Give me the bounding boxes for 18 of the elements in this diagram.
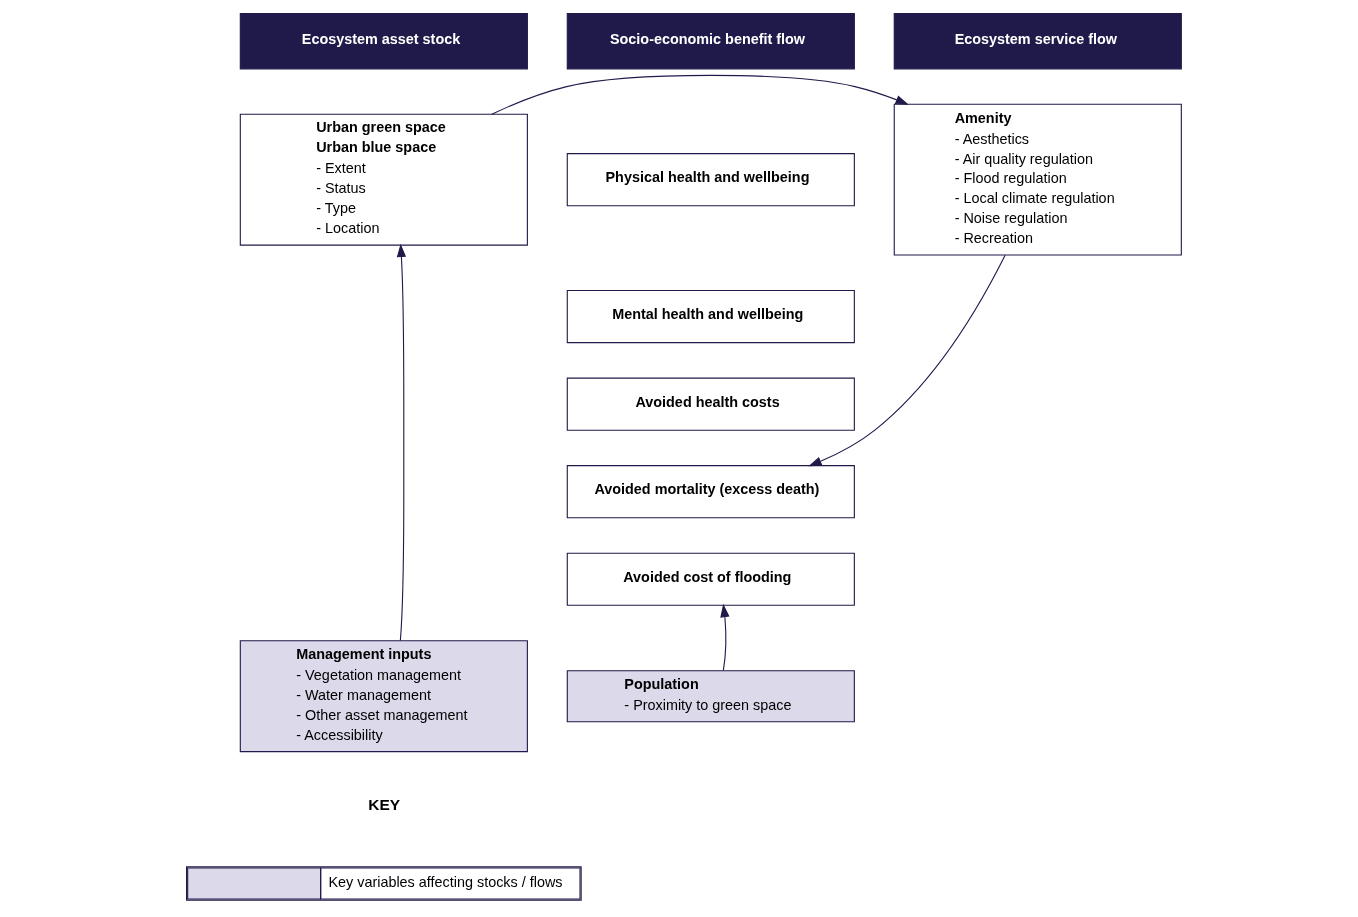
- node-box: Avoided mortality (excess death): [566, 464, 855, 518]
- node-box: Amenity - Aesthetics - Air quality regulation - Flood regulation - Local climate regulation - Noise regulation - Recreation: [893, 103, 1182, 256]
- label: KEY: [367, 795, 400, 813]
- node-box: Urban green space Urban blue space - Extent - Status - Type - Location: [239, 113, 528, 246]
- arrow: [490, 74, 909, 115]
- node-box: Socio-economic benefit flow: [566, 12, 855, 69]
- node-box: Avoided cost of flooding: [566, 552, 855, 606]
- node-box: Avoided health costs: [566, 377, 855, 431]
- node-box: Population - Proximity to green space: [566, 669, 855, 722]
- arrow: [807, 254, 1006, 466]
- node-box: Ecosystem service flow: [893, 12, 1182, 69]
- arrow: [396, 243, 406, 641]
- node-box: Management inputs - Vegetation management - Water management - Other asset management - Accessibility: [239, 639, 528, 752]
- node-box: Mental health and wellbeing: [566, 289, 855, 343]
- node-box: Physical health and wellbeing: [566, 152, 855, 206]
- node-box: Ecosystem asset stock: [239, 12, 528, 69]
- legend-label: Key variables affecting stocks / flows: [327, 873, 563, 890]
- arrow: [719, 603, 729, 671]
